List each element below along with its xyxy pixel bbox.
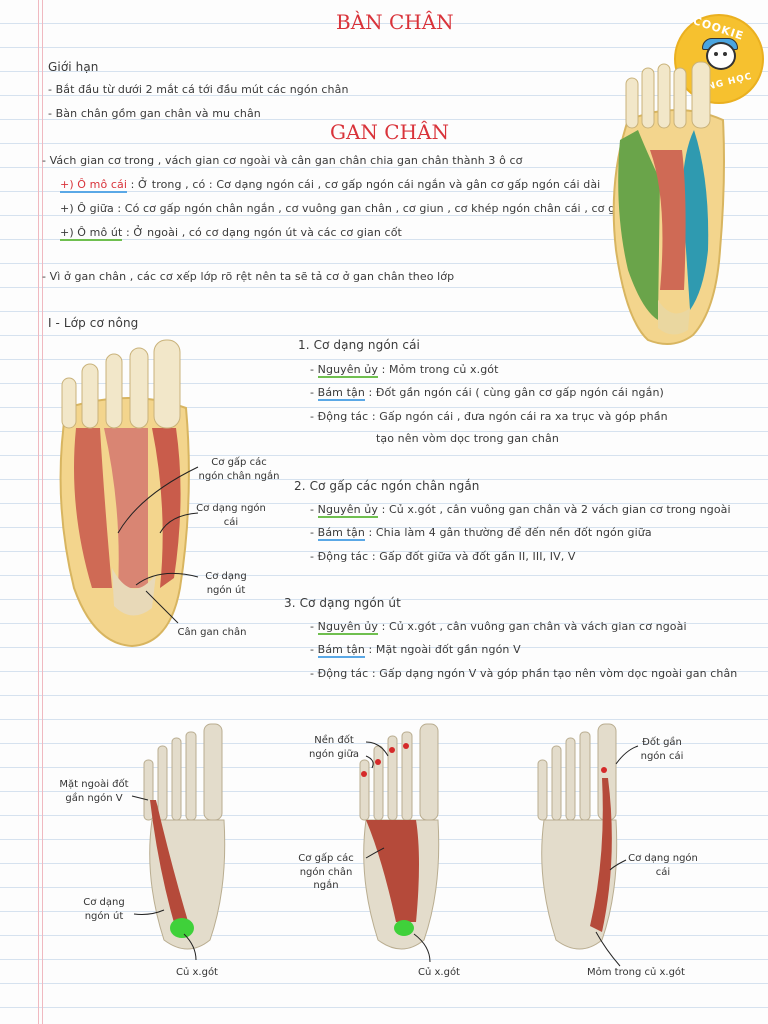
- bone2-mid-label: Cơ gấp các ngón chân ngắn: [298, 853, 354, 891]
- cell-middle-prefix: +) Ô giữa: [60, 202, 114, 215]
- muscle2-row2-text: : Chia làm 4 gân thường để đến nền đốt n…: [364, 526, 652, 539]
- muscle3-row2: - Bám tận : Mặt ngoài đốt gần ngón V: [310, 643, 521, 658]
- muscle1-row4: tạo nên vòm dọc trong gan chân: [376, 432, 559, 445]
- bone3-mid-label: Cơ dạng ngón cái: [628, 853, 698, 878]
- face-icon: [706, 42, 736, 70]
- cell-middle-text: : Có cơ gấp ngón chân ngắn , cơ vuông ga…: [113, 202, 654, 215]
- cell-lateral: +) Ô mô út : Ở ngoài , có cơ dạng ngón ú…: [60, 226, 402, 241]
- foot-compartments-illustration: [612, 61, 725, 345]
- bone3-bottom-label: Mỏm trong củ x.gót: [587, 967, 685, 978]
- muscle2-row1-key: Nguyên ủy: [317, 503, 378, 518]
- sole-line-1: - Vách gian cơ trong , vách gian cơ ngoà…: [42, 154, 523, 167]
- bone1-top-label: Mặt ngoài đốt gần ngón V: [59, 779, 129, 804]
- muscle1-row2-key: Bám tận: [317, 386, 365, 401]
- muscle2-row1: - Nguyên ủy : Củ x.gót , cân vuông gan c…: [310, 503, 731, 518]
- layer-heading: I - Lớp cơ nông: [48, 316, 139, 330]
- muscle2-row1-text: : Củ x.gót , cân vuông gan chân và 2 vác…: [377, 503, 731, 516]
- cell-lateral-text: : Ở ngoài , có cơ dạng ngón út và các cơ…: [122, 226, 402, 239]
- muscle3-title: 3. Cơ dạng ngón út: [284, 596, 401, 610]
- bone3-top-label: Đốt gần ngón cái: [640, 737, 684, 762]
- cell-medial-prefix: +) Ô mô cái: [60, 178, 128, 193]
- label-ah: Cơ dạng ngón cái: [196, 503, 266, 528]
- cell-medial-text: : Ở trong , có : Cơ dạng ngón cái , cơ g…: [127, 178, 601, 191]
- label-apo: Cân gan chân: [177, 627, 247, 638]
- muscle3-row3-key: Động tác: [317, 667, 369, 680]
- label-adm: Cơ dạng ngón út: [205, 571, 247, 596]
- bottom-leader-lines: [131, 741, 639, 967]
- bone2-top-label: Nền đốt ngón giữa: [309, 735, 359, 760]
- muscle3-row3-text: : Gấp dạng ngón V và góp phần tạo nên vò…: [368, 667, 738, 680]
- muscle3-row2-text: : Mặt ngoài đốt gần ngón V: [364, 643, 521, 656]
- muscle3-row2-key: Bám tận: [317, 643, 365, 658]
- muscle2-title: 2. Cơ gấp các ngón chân ngắn: [294, 479, 480, 493]
- bone1-bottom-label: Củ x.gót: [176, 967, 218, 978]
- brand-badge: COOKIE ĐANG HỌC Y: [674, 14, 764, 106]
- muscle1-title: 1. Cơ dạng ngón cái: [298, 338, 420, 352]
- limits-line-1: - Bắt đầu từ dưới 2 mắt cá tới đầu mút c…: [48, 83, 349, 96]
- muscle2-row3-text: : Gấp đốt giữa và đốt gần II, III, IV, V: [368, 550, 576, 563]
- label-fdb: Cơ gấp các ngón chân ngắn: [198, 457, 280, 482]
- muscle1-row3-text: : Gấp ngón cái , đưa ngón cái ra xa trục…: [368, 410, 668, 423]
- bone-figure-ah: [537, 723, 618, 950]
- muscle1-row2: - Bám tận : Đốt gần ngón cái ( cùng gân …: [310, 386, 664, 401]
- muscle3-row1-text: : Củ x.gót , cân vuông gan chân và vách …: [377, 620, 687, 633]
- sole-heading: GAN CHÂN: [330, 120, 449, 144]
- muscle1-row1-key: Nguyên ủy: [317, 363, 378, 378]
- muscle1-row3: - Động tác : Gấp ngón cái , đưa ngón cái…: [310, 410, 668, 423]
- muscle1-row1-text: : Mỏm trong củ x.gót: [377, 363, 499, 376]
- muscle2-row3: - Động tác : Gấp đốt giữa và đốt gần II,…: [310, 550, 576, 563]
- bone-figure-adm: [143, 723, 226, 950]
- limits-heading: Giới hạn: [48, 60, 99, 74]
- muscle3-row1: - Nguyên ủy : Củ x.gót , cân vuông gan c…: [310, 620, 687, 635]
- figure1-leader-lines: [117, 466, 199, 624]
- bone1-mid-label: Cơ dạng ngón út: [83, 897, 125, 922]
- cell-medial: +) Ô mô cái : Ở trong , có : Cơ dạng ngó…: [60, 178, 601, 193]
- cell-middle: +) Ô giữa : Có cơ gấp ngón chân ngắn , c…: [60, 202, 653, 215]
- limits-line-2: - Bàn chân gồm gan chân và mu chân: [48, 107, 261, 120]
- muscle1-row1: - Nguyên ủy : Mỏm trong củ x.gót: [310, 363, 499, 378]
- sole-line-2: - Vì ở gan chân , các cơ xếp lớp rõ rệt …: [42, 270, 455, 283]
- muscle2-row3-key: Động tác: [317, 550, 369, 563]
- page-title: BÀN CHÂN: [336, 10, 454, 34]
- muscle2-row2-key: Bám tận: [317, 526, 365, 541]
- muscle1-row2-text: : Đốt gần ngón cái ( cùng gân cơ gấp ngó…: [364, 386, 664, 399]
- cell-lateral-prefix: +) Ô mô út: [60, 226, 123, 241]
- muscle1-row3-key: Động tác: [317, 410, 369, 423]
- bone2-bottom-label: Củ x.gót: [418, 967, 460, 978]
- muscle3-row1-key: Nguyên ủy: [317, 620, 378, 635]
- bone-figure-fdb: [359, 723, 440, 950]
- muscle3-row3: - Động tác : Gấp dạng ngón V và góp phần…: [310, 667, 738, 680]
- muscle2-row2: - Bám tận : Chia làm 4 gân thường để đến…: [310, 526, 652, 541]
